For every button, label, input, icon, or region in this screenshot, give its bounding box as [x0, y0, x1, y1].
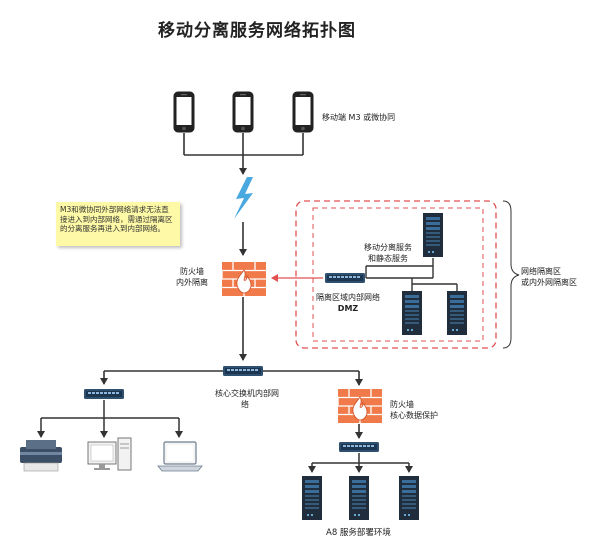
server-icon-dmz-1 [402, 291, 422, 335]
isolation-zone-inner [312, 207, 484, 342]
server-icon-mobile-service [423, 213, 443, 257]
label-firewall-core: 防火墙 核心数据保护 [390, 400, 438, 420]
label-mobile-service: 移动分离服务 和静态服务 [364, 243, 412, 263]
phone-icon-2 [232, 91, 254, 133]
firewall-core-icon [338, 389, 382, 423]
desktop-icon [87, 437, 132, 471]
label-a8-env: A8 服务部署环境 [326, 528, 391, 538]
phone-icon-1 [173, 91, 195, 133]
page-title: 移动分离服务网络拓扑图 [158, 21, 356, 41]
server-icon-a8-2 [349, 476, 369, 520]
phone-icon-3 [292, 91, 314, 133]
laptop-icon [157, 441, 203, 472]
label-mobile: 移动端 M3 或微协同 [322, 113, 396, 122]
phone-bus [183, 133, 304, 175]
printer-icon [20, 440, 62, 472]
switch-icon-dmz [325, 273, 365, 283]
a8-wiring [308, 453, 413, 473]
server-icon-a8-3 [399, 476, 419, 520]
switch-icon-a8 [339, 442, 379, 452]
lightning-icon [234, 177, 253, 219]
firewall-outer-icon [222, 262, 266, 296]
label-firewall-outer: 防火墙 内外隔离 [176, 267, 208, 287]
switch-icon-core [223, 366, 263, 376]
office-wiring [37, 400, 183, 438]
isolation-zone-outer [295, 200, 497, 349]
label-core-switch: 核心交换机内部网 络 [215, 389, 279, 409]
switch-icon-office [84, 389, 124, 399]
zone-brace [502, 200, 520, 349]
note-sticky: M3和微协同外部网络请求无法直接进入到内部网络，需通过隔离区的分离服务再进入到内… [56, 202, 180, 246]
server-icon-a8-1 [302, 476, 322, 520]
dmz-wiring [365, 258, 458, 291]
label-dmz-switch: 隔离区域内部网络 DMZ [316, 293, 380, 313]
core-wiring [100, 370, 363, 386]
label-isolation-zone: 网络隔离区 或内外网隔离区 [521, 267, 577, 287]
server-icon-dmz-2 [447, 291, 467, 335]
